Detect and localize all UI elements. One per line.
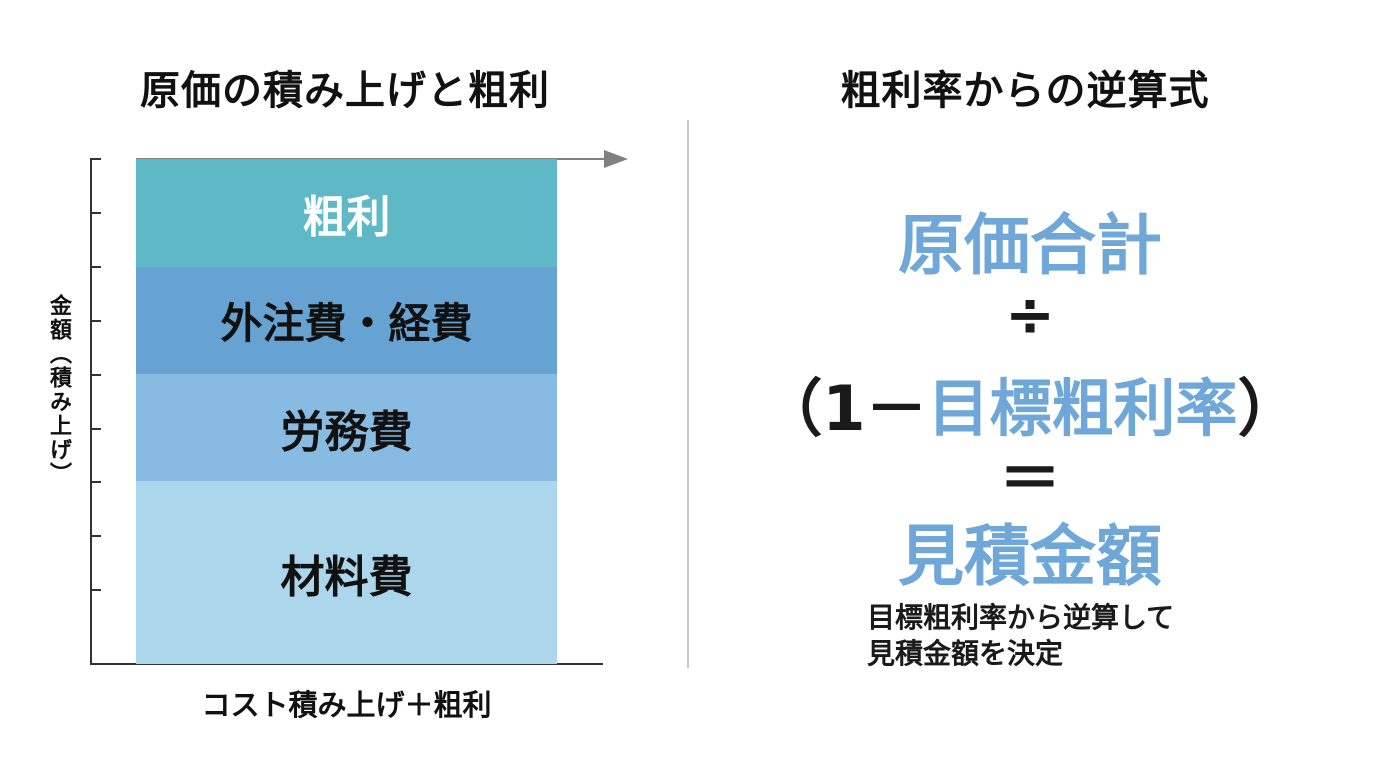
formula-estimate: 見積金額 xyxy=(898,518,1162,595)
formula-denominator: （1－目標粗利率） xyxy=(760,358,1300,448)
bar-segment-material-cost: 材料費 xyxy=(136,481,557,664)
y-axis-tick xyxy=(90,481,101,483)
left-panel-title: 原価の積み上げと粗利 xyxy=(140,68,550,114)
y-axis-tick xyxy=(90,589,101,591)
y-axis-tick xyxy=(90,428,101,430)
x-axis-line xyxy=(90,663,603,665)
formula-close-paren: ） xyxy=(1237,372,1300,445)
formula-note-line: 目標粗利率から逆算して xyxy=(867,601,1175,634)
formula-note: 目標粗利率から逆算して 見積金額を決定 xyxy=(867,600,1174,672)
y-axis-tick xyxy=(90,158,101,160)
x-axis-label: コスト積み上げ＋粗利 xyxy=(201,688,492,722)
bar-segment-labor-cost: 労務費 xyxy=(136,374,557,481)
y-axis-tick xyxy=(90,374,101,376)
bar-segment-gross-profit: 粗利 xyxy=(136,159,557,267)
y-axis-label: 金額（積み上げ） xyxy=(46,294,71,486)
y-axis-tick xyxy=(90,212,101,214)
right-panel-title: 粗利率からの逆算式 xyxy=(840,68,1210,114)
formula-target-rate: 目標粗利率 xyxy=(927,372,1238,445)
y-axis-tick xyxy=(90,535,101,537)
bar-segment-label: 外注費・経費 xyxy=(220,299,473,348)
y-axis-tick xyxy=(90,266,101,268)
bar-segment-label: 粗利 xyxy=(302,192,391,243)
panel-divider xyxy=(687,120,689,668)
y-axis-tick xyxy=(90,320,101,322)
y-axis-line xyxy=(90,158,92,665)
formula-open-paren: （1－ xyxy=(760,372,928,445)
formula-cost-total: 原価合計 xyxy=(898,207,1162,284)
formula-equals-sign: ＝ xyxy=(998,442,1061,515)
bar-segment-label: 労務費 xyxy=(280,406,413,458)
formula-note-line: 見積金額を決定 xyxy=(867,637,1064,670)
bar-segment-label: 材料費 xyxy=(280,551,413,603)
formula-divide-sign: ÷ xyxy=(1004,280,1056,350)
bar-segment-outsourcing-expenses: 外注費・経費 xyxy=(136,267,557,374)
